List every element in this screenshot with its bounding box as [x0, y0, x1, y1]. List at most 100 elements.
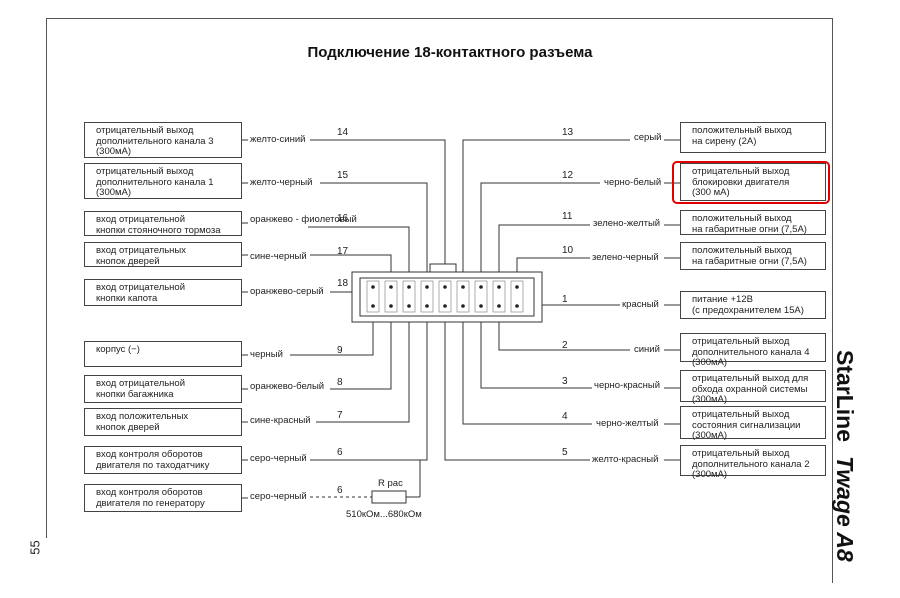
box-line: (300мА): [692, 394, 728, 405]
wire: [310, 254, 392, 273]
page-title: Подключение 18-контактного разъема: [307, 44, 593, 61]
left-pin-number: 18: [337, 278, 349, 289]
right-pin-number: 2: [562, 340, 568, 351]
left-pin-number: 8: [337, 377, 343, 388]
connector-inner: [359, 277, 535, 317]
box-line: вход положительных: [96, 411, 189, 422]
page-frame-left: [46, 18, 47, 538]
left-wire-color: сине-красный: [250, 415, 311, 426]
connector-pin: [425, 285, 429, 289]
connector-pin: [371, 285, 375, 289]
connector-pin: [443, 285, 447, 289]
right-wire-color: черно-красный: [594, 380, 661, 391]
box-line: на сирену (2А): [692, 135, 757, 147]
right-pin-number: 5: [562, 447, 568, 458]
box-line: на габаритные огни (7,5А): [692, 223, 807, 235]
box-line: кнопки багажника: [96, 388, 174, 400]
resistor-range: 510кОм...680кОм: [346, 509, 422, 520]
wire: [290, 322, 374, 356]
box-line: состояния сигнализации: [692, 419, 801, 431]
box-line: отрицательный выход: [96, 125, 194, 136]
connector-pin: [443, 304, 447, 308]
pin-cell: [420, 280, 434, 313]
connector-pin: [407, 304, 411, 308]
box-line: обхода охранной системы: [692, 383, 808, 395]
connector-pin: [461, 285, 465, 289]
right-wire-color: черно-белый: [604, 177, 662, 188]
box-line: двигателя по таходатчику: [96, 459, 210, 471]
left-pin-number: 6: [337, 485, 343, 496]
left-pin-number: 17: [337, 246, 349, 257]
left-pin-number: 7: [337, 410, 343, 421]
connector-pin: [515, 304, 519, 308]
connector-pin: [461, 304, 465, 308]
pin-cell: [366, 280, 380, 313]
box-line: корпус (−): [96, 344, 140, 355]
connector-pin: [479, 304, 483, 308]
box-line: (с предохранителем 15А): [692, 304, 804, 316]
right-wire-color: желто-красный: [592, 454, 659, 465]
box-line: положительный выход: [692, 245, 792, 256]
page-number: 55: [27, 540, 43, 555]
right-pin-number: 4: [562, 411, 568, 422]
box-line: отрицательный выход для: [692, 373, 809, 384]
box-line: положительный выход: [692, 213, 792, 224]
connector-pin: [497, 285, 501, 289]
wire: [462, 322, 592, 425]
wire: [316, 322, 410, 423]
box-line: дополнительного канала 1: [96, 176, 214, 188]
box-line: вход отрицательной: [96, 214, 186, 225]
box-line: (300мА): [692, 430, 728, 441]
brand-label: StarLineTwage A8: [831, 350, 858, 562]
box-line: на габаритные огни (7,5А): [692, 255, 807, 267]
box-line: положительный выход: [692, 125, 792, 136]
connector-pin: [371, 304, 375, 308]
left-wire-color: оранжево - фиолетовый: [250, 214, 357, 225]
pin-cell: [402, 280, 416, 313]
resistor-label: R рас: [378, 478, 403, 489]
right-wire-color: серый: [634, 132, 662, 143]
box-line: (300мА): [96, 146, 132, 157]
pin-cell: [492, 280, 506, 313]
right-pin-number: 12: [562, 170, 574, 181]
box-line: дополнительного канала 2: [692, 458, 810, 470]
right-box-5: питание +12В(с предохранителем 15А): [680, 291, 826, 319]
box-line: вход контроля оборотов: [96, 487, 203, 498]
connector-pin: [407, 285, 411, 289]
wire: [498, 224, 590, 273]
box-line: вход отрицательной: [96, 282, 186, 293]
left-wire-color: оранжево-белый: [250, 381, 325, 392]
left-wire-color: желто-черный: [250, 177, 313, 188]
connector-pin: [389, 285, 393, 289]
box-line: вход контроля оборотов: [96, 449, 203, 460]
box-line: дополнительного канала 3: [96, 135, 214, 147]
box-line: двигателя по генератору: [96, 497, 205, 509]
left-wire-color: черный: [250, 349, 283, 360]
wire: [480, 182, 600, 273]
right-pin-number: 10: [562, 245, 574, 256]
pin-cell: [384, 280, 398, 313]
brand-model: Twage A8: [832, 456, 858, 562]
pin-cell: [438, 280, 452, 313]
pin-cell: [474, 280, 488, 313]
left-wire-color: сине-черный: [250, 251, 307, 262]
wire: [498, 322, 630, 351]
wire: [480, 322, 592, 389]
box-line: вход отрицательных: [96, 245, 187, 256]
box-line: питание +12В: [692, 294, 753, 305]
left-pin-number: 6: [337, 447, 343, 458]
